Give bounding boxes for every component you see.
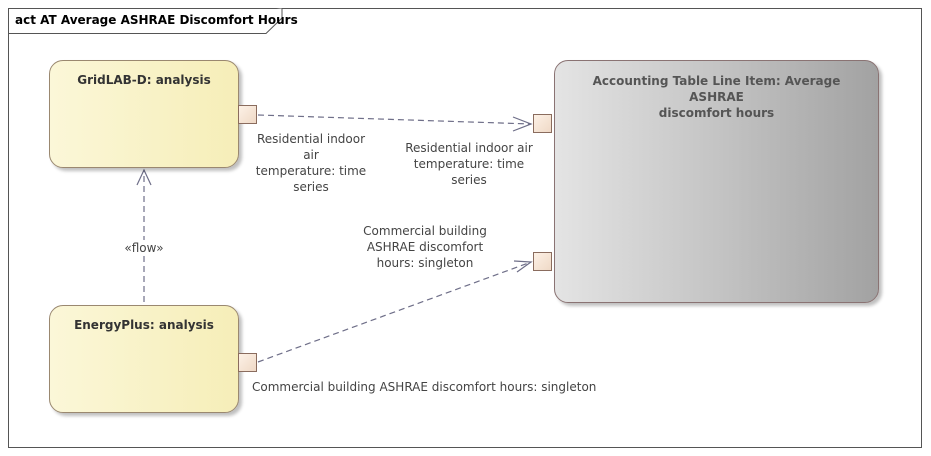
accounting-input-pin-residential[interactable] xyxy=(533,114,552,133)
label-line: Residential indoor air xyxy=(405,141,533,155)
label-line: series xyxy=(293,180,329,194)
energyplus-output-pin[interactable] xyxy=(238,353,257,372)
label-line: hours: singleton xyxy=(376,256,474,270)
flow-stereotype-label: «flow» xyxy=(113,240,175,256)
accounting-table-name: Accounting Table Line Item: Average ASHR… xyxy=(555,73,878,121)
gridlabd-analysis-node[interactable]: GridLAB-D: analysis xyxy=(49,60,239,168)
gridlabd-output-pin[interactable] xyxy=(238,105,257,124)
gridlabd-analysis-name: GridLAB-D: analysis xyxy=(77,73,211,87)
label-line: temperature: time xyxy=(413,157,525,171)
label-line: temperature: time xyxy=(255,164,367,178)
frame-title: act AT Average ASHRAE Discomfort Hours xyxy=(15,13,298,27)
arrowhead-flow xyxy=(136,168,152,186)
label-line: ASHRAE discomfort xyxy=(366,240,484,254)
accounting-residential-pin-label: Residential indoor air temperature: time… xyxy=(404,140,534,188)
label-line: series xyxy=(451,173,487,187)
frame-title-tab xyxy=(8,8,283,34)
accounting-table-node[interactable]: Accounting Table Line Item: Average ASHR… xyxy=(554,60,879,303)
arrowhead-residential xyxy=(512,116,533,132)
energyplus-analysis-name: EnergyPlus: analysis xyxy=(74,318,214,332)
gridlabd-pin-label: Residential indoor air temperature: time… xyxy=(248,131,374,195)
accounting-input-pin-commercial[interactable] xyxy=(533,252,552,271)
accounting-name-line-2: discomfort hours xyxy=(658,106,775,120)
arrowhead-commercial xyxy=(513,260,533,273)
object-flow-commercial[interactable] xyxy=(257,261,532,363)
object-flow-residential[interactable] xyxy=(257,114,532,125)
energyplus-analysis-node[interactable]: EnergyPlus: analysis xyxy=(49,305,239,413)
label-line: Residential indoor air xyxy=(256,132,366,162)
label-line: Commercial building xyxy=(363,224,487,238)
energyplus-pin-label: Commercial building ASHRAE discomfort ho… xyxy=(252,380,597,394)
accounting-name-line-1: Accounting Table Line Item: Average ASHR… xyxy=(592,74,841,104)
accounting-commercial-pin-label: Commercial building ASHRAE discomfort ho… xyxy=(360,223,490,271)
